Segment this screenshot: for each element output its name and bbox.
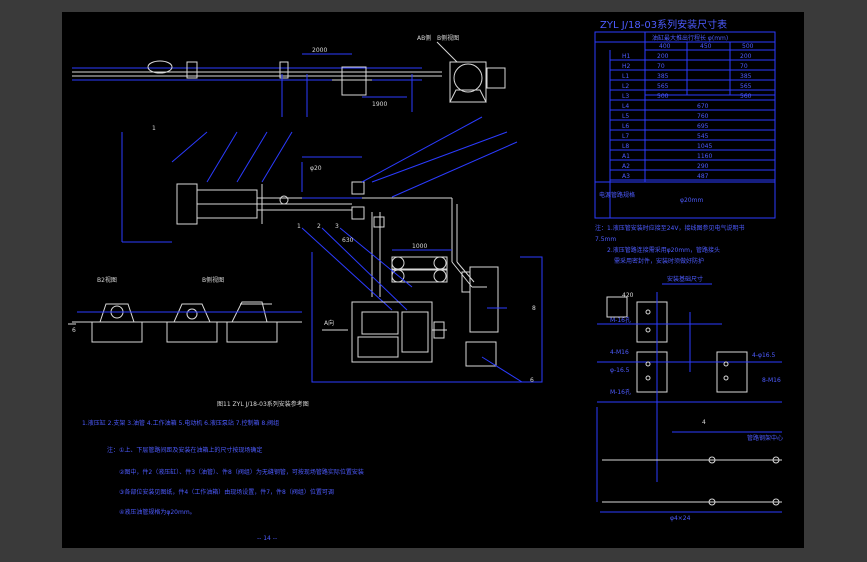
table-caption: 油缸最大推出行程长 φ(mm): [652, 34, 728, 42]
label-front-view: AB侧: [417, 34, 431, 42]
dim-1000: 1000: [412, 243, 427, 250]
figure-caption: 图11 ZYL J/18-03系列安装参考图: [217, 400, 309, 408]
table-row-code: H1: [622, 53, 631, 60]
table-cell-400: 565: [657, 83, 669, 90]
page-number: -- 14 --: [257, 535, 277, 542]
legend-line: 1.液压缸 2.支架 3.油管 4.工作油箱 5.电动机 6.液压泵站 7.控制…: [82, 419, 279, 427]
mount-drawing: 420 M-16孔 4-M16 φ-16.5 M-16孔 4-φ16.5 8-M…: [596, 292, 783, 522]
mount-label-1: M-16孔: [610, 316, 631, 324]
table-cell-400: 385: [657, 73, 669, 80]
mount-label-5: 4-φ16.5: [752, 352, 775, 359]
mount-phi24: φ4×24: [670, 515, 691, 522]
table-cell-450: 290: [697, 163, 709, 170]
mount-label-2: 4-M16: [610, 349, 629, 356]
mount-dim-4: 4: [702, 419, 706, 426]
cad-drawing: 2000 1900 AB侧 B侧视图 1 φ20: [68, 18, 783, 542]
table-cell-400: 500: [657, 93, 669, 100]
mount-steel-top: 管路钢架中心: [747, 434, 783, 442]
table-row-code: L1: [622, 73, 629, 80]
table-footer-label: 电源管路规格: [599, 191, 635, 199]
dim-phi20: φ20: [310, 165, 322, 172]
table-title: ZYL J/18-03系列安装尺寸表: [600, 18, 727, 31]
label-view-b2: B2视图: [97, 276, 117, 284]
table-cell-450: 695: [697, 123, 709, 130]
table-cell-450: 487: [697, 173, 709, 180]
right-note-1: 注：1.液压管安装时应接至24V，接线图参见电气说明书: [595, 224, 744, 232]
dim-1900: 1900: [372, 101, 387, 108]
mount-dim-420: 420: [622, 292, 634, 299]
table-cell-450: 1045: [697, 143, 712, 150]
table-footer-value: φ20mm: [680, 197, 703, 204]
table-row-code: L6: [622, 123, 629, 130]
table-row-code: L7: [622, 133, 629, 140]
right-note-4: 需采用密封件，安装时须做好防护: [614, 257, 704, 265]
plan-view: 2000 1900 AB侧 B侧视图: [72, 34, 506, 117]
label-part-1: 1: [297, 223, 301, 230]
label-side-view: B侧视图: [437, 34, 459, 42]
support-views: B2视图 B侧视图 6: [68, 276, 302, 343]
table-cell-450: 545: [697, 133, 709, 140]
table-row-code: H2: [622, 63, 631, 70]
dim-left: 6: [72, 327, 76, 334]
right-note-3: 2.液压管路连接需采用φ20mm，管路接头: [607, 246, 720, 254]
table-cell-500: 560: [740, 93, 752, 100]
mount-title: 安装基础尺寸: [667, 275, 703, 283]
mount-label-3: φ-16.5: [610, 367, 630, 374]
table-cell-400: 70: [657, 63, 665, 70]
notes-block: 图11 ZYL J/18-03系列安装参考图 1.液压缸 2.支架 3.油管 4…: [82, 400, 364, 542]
label-view-a: A向: [324, 319, 334, 327]
table-cell-450: 760: [697, 113, 709, 120]
table-row-code: L8: [622, 143, 629, 150]
label-cylinder: 1: [152, 125, 156, 132]
table-col-1: 400: [659, 43, 671, 50]
table-col-2: 450: [700, 43, 712, 50]
table-row-code: A3: [622, 173, 630, 180]
table-row-code: L4: [622, 103, 629, 110]
table-row-code: L5: [622, 113, 629, 120]
table-row-code: L3: [622, 93, 629, 100]
table-cell-500: 565: [740, 83, 752, 90]
right-note-2: 7.5mm: [595, 236, 616, 243]
label-part-3: 3: [335, 223, 339, 230]
mount-label-4: M-16孔: [610, 388, 631, 396]
table-cell-450: 670: [697, 103, 709, 110]
table-cell-500: 200: [740, 53, 752, 60]
pipe-routing: 1000 1 2 3 630: [297, 197, 475, 311]
table-row-code: A1: [622, 153, 630, 160]
right-notes: 注：1.液压管安装时应接至24V，接线图参见电气说明书 7.5mm 2.液压管路…: [595, 224, 744, 285]
table-row-code: L2: [622, 83, 629, 90]
note-2: ②图中，件2（液压缸）、件3（油管）、件8（阀组）为无缝钢管，可按现场管路实际位…: [119, 468, 364, 476]
dim-2000: 2000: [312, 47, 327, 54]
note-3: ③各部位安装见图纸，件4（工作油箱）由现场设置，件7，件8（阀组）位置可调: [119, 488, 334, 496]
table-cell-400: 200: [657, 53, 669, 60]
note-4: ④液压油管规格为φ20mm。: [119, 508, 196, 516]
table-cell-500: 385: [740, 73, 752, 80]
pump-station: A向 8 6: [311, 252, 543, 384]
mount-label-6: 8-M16: [762, 377, 781, 384]
table-row-code: A2: [622, 163, 630, 170]
label-b-side: B侧视图: [202, 276, 224, 284]
table-cell-450: 1160: [697, 153, 712, 160]
dim-630: 630: [342, 237, 354, 244]
drawing-sheet: 2000 1900 AB侧 B侧视图 1 φ20: [62, 12, 804, 548]
table-col-3: 500: [742, 43, 754, 50]
dimension-table: ZYL J/18-03系列安装尺寸表 油缸最大推出行程长 φ(mm) 400 4…: [594, 18, 776, 219]
label-part-8: 8: [532, 305, 536, 312]
label-part-2: 2: [317, 223, 321, 230]
note-1: 注：①上、下层管路间距及安装在油箱上的尺寸按现场确定: [107, 446, 262, 454]
label-part-6: 6: [530, 377, 534, 384]
table-cell-500: 70: [740, 63, 748, 70]
